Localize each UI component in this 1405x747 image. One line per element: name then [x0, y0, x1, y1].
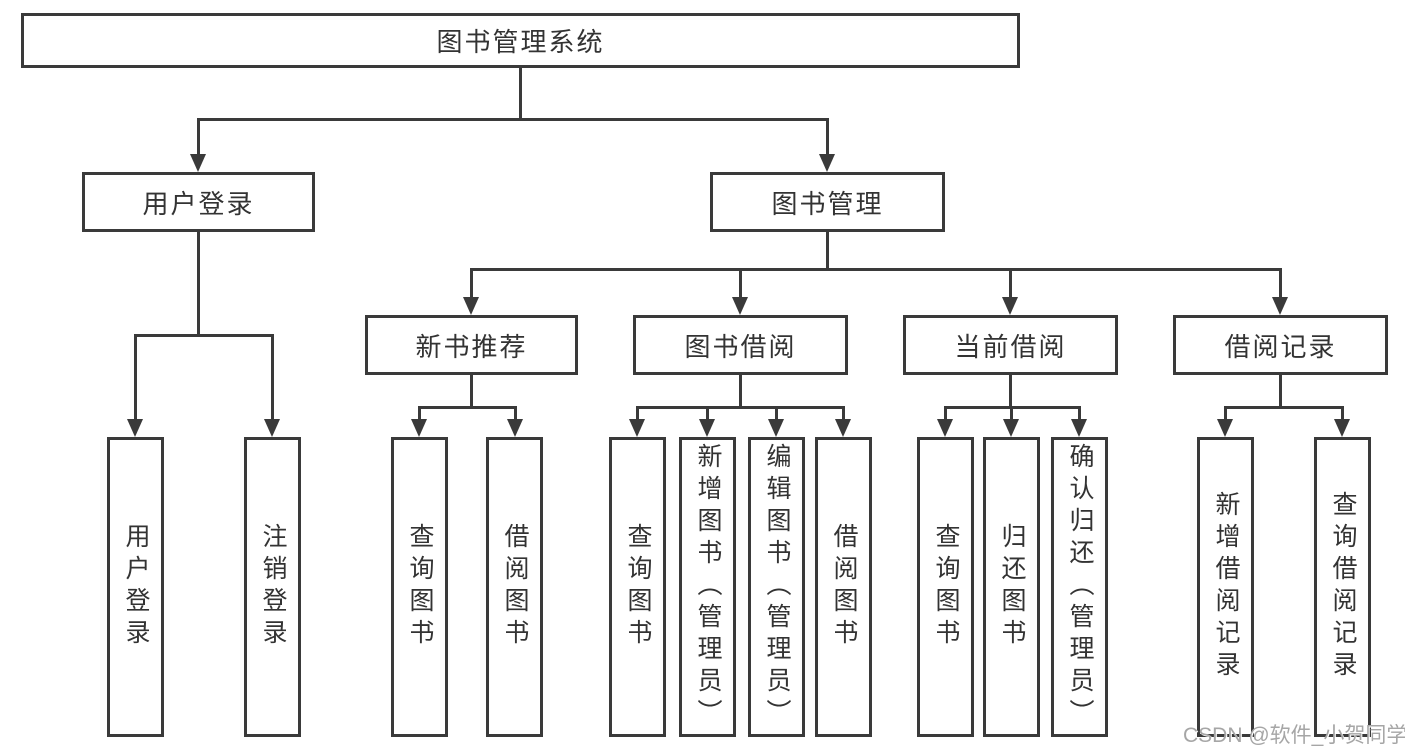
- node-book-borrowing-label: 图书借阅: [684, 331, 797, 362]
- connector-book-mgmt-drop-2: [739, 268, 742, 300]
- connector-bb-drop-2: [706, 406, 709, 422]
- node-current-borrowing: 当前借阅: [903, 315, 1118, 375]
- connector-root-drop-left: [197, 118, 200, 158]
- arrowhead-borrowing-records: [1272, 297, 1288, 315]
- arrowhead-book-management: [819, 154, 835, 172]
- arrowhead-user-login: [190, 154, 206, 172]
- connector-root-drop-right: [826, 118, 829, 158]
- arrowhead-nb-query-books: [411, 419, 427, 437]
- connector-cb-drop-3: [1078, 406, 1081, 422]
- node-borrowing-records: 借阅记录: [1173, 315, 1388, 375]
- node-br-add-record: 新增借阅记录: [1197, 437, 1254, 737]
- node-bb-borrow-books-label: 借阅图书: [830, 523, 858, 651]
- arrowhead-br-query-record: [1334, 419, 1350, 437]
- arrowhead-leaf-user-login: [127, 419, 143, 437]
- arrowhead-bb-borrow-books: [835, 419, 851, 437]
- node-user-login: 用户登录: [82, 172, 315, 232]
- connector-br-rail: [1224, 406, 1344, 409]
- node-bb-add-books-admin-label: 新增图书（管理员）: [694, 443, 722, 731]
- node-bb-add-books-admin: 新增图书（管理员）: [679, 437, 736, 737]
- node-new-book-recommend-label: 新书推荐: [415, 331, 528, 362]
- arrowhead-cb-return-books: [1003, 419, 1019, 437]
- node-nb-borrow-books-label: 借阅图书: [501, 523, 529, 651]
- connector-bb-drop-4: [842, 406, 845, 422]
- arrowhead-br-add-record: [1217, 419, 1233, 437]
- node-borrowing-records-label: 借阅记录: [1224, 331, 1337, 362]
- connector-cb-drop-1: [944, 406, 947, 422]
- node-bb-borrow-books: 借阅图书: [815, 437, 872, 737]
- node-br-add-record-label: 新增借阅记录: [1212, 491, 1240, 683]
- node-br-query-record: 查询借阅记录: [1314, 437, 1371, 737]
- node-bb-query-books-label: 查询图书: [624, 523, 652, 651]
- node-bb-query-books: 查询图书: [609, 437, 666, 737]
- node-bb-edit-books-admin-label: 编辑图书（管理员）: [763, 443, 791, 731]
- connector-nb-drop-1: [418, 406, 421, 422]
- node-cb-return-books: 归还图书: [983, 437, 1040, 737]
- connector-bb-drop-3: [775, 406, 778, 422]
- arrowhead-cb-confirm-return: [1071, 419, 1087, 437]
- node-nb-query-books-label: 查询图书: [406, 523, 434, 651]
- node-cb-query-books-label: 查询图书: [932, 523, 960, 651]
- arrowhead-leaf-logout: [264, 419, 280, 437]
- node-leaf-user-login-label: 用户登录: [122, 523, 150, 651]
- node-leaf-user-login: 用户登录: [107, 437, 164, 737]
- node-library-system: 图书管理系统: [21, 13, 1020, 68]
- arrowhead-book-borrowing: [732, 297, 748, 315]
- node-current-borrowing-label: 当前借阅: [954, 331, 1067, 362]
- arrowhead-bb-add-books: [699, 419, 715, 437]
- node-bb-edit-books-admin: 编辑图书（管理员）: [748, 437, 805, 737]
- node-book-management: 图书管理: [710, 172, 945, 232]
- arrowhead-cb-query-books: [937, 419, 953, 437]
- connector-br-drop-2: [1341, 406, 1344, 422]
- connector-cb-stub: [1009, 375, 1012, 408]
- node-new-book-recommend: 新书推荐: [365, 315, 578, 375]
- node-cb-return-books-label: 归还图书: [998, 523, 1026, 651]
- connector-user-login-drop-2: [271, 334, 274, 422]
- arrowhead-nb-borrow-books: [507, 419, 523, 437]
- connector-br-drop-1: [1224, 406, 1227, 422]
- arrowhead-bb-query-books: [629, 419, 645, 437]
- arrowhead-current-borrowing: [1002, 297, 1018, 315]
- node-cb-confirm-return-admin-label: 确认归还（管理员）: [1066, 443, 1094, 731]
- connector-user-login-stub: [197, 232, 200, 336]
- connector-bb-stub: [739, 375, 742, 408]
- connector-root-rail: [197, 118, 828, 121]
- connector-bb-drop-1: [636, 406, 639, 422]
- node-leaf-logout-label: 注销登录: [259, 523, 287, 651]
- connector-nb-stub: [470, 375, 473, 408]
- arrowhead-new-book-recommend: [463, 297, 479, 315]
- connector-book-mgmt-drop-4: [1279, 268, 1282, 300]
- node-user-login-label: 用户登录: [142, 188, 255, 219]
- node-book-management-label: 图书管理: [771, 188, 884, 219]
- connector-br-stub: [1279, 375, 1282, 408]
- connector-nb-drop-2: [514, 406, 517, 422]
- connector-book-mgmt-drop-3: [1009, 268, 1012, 300]
- node-nb-query-books: 查询图书: [391, 437, 448, 737]
- connector-bb-rail: [636, 406, 845, 409]
- arrowhead-bb-edit-books: [768, 419, 784, 437]
- connector-user-login-rail: [134, 334, 274, 337]
- connector-root-stub: [519, 68, 522, 119]
- node-br-query-record-label: 查询借阅记录: [1329, 491, 1357, 683]
- connector-book-mgmt-stub: [826, 232, 829, 270]
- node-cb-confirm-return-admin: 确认归还（管理员）: [1051, 437, 1108, 737]
- connector-user-login-drop-1: [134, 334, 137, 422]
- node-cb-query-books: 查询图书: [917, 437, 974, 737]
- connector-book-mgmt-rail: [470, 268, 1281, 271]
- node-nb-borrow-books: 借阅图书: [486, 437, 543, 737]
- csdn-watermark: CSDN @软件_小贺同学: [1183, 724, 1405, 747]
- connector-cb-drop-2: [1010, 406, 1013, 422]
- node-leaf-logout: 注销登录: [244, 437, 301, 737]
- connector-book-mgmt-drop-1: [470, 268, 473, 300]
- node-library-system-label: 图书管理系统: [436, 27, 605, 57]
- connector-nb-rail: [418, 406, 517, 409]
- node-book-borrowing: 图书借阅: [633, 315, 848, 375]
